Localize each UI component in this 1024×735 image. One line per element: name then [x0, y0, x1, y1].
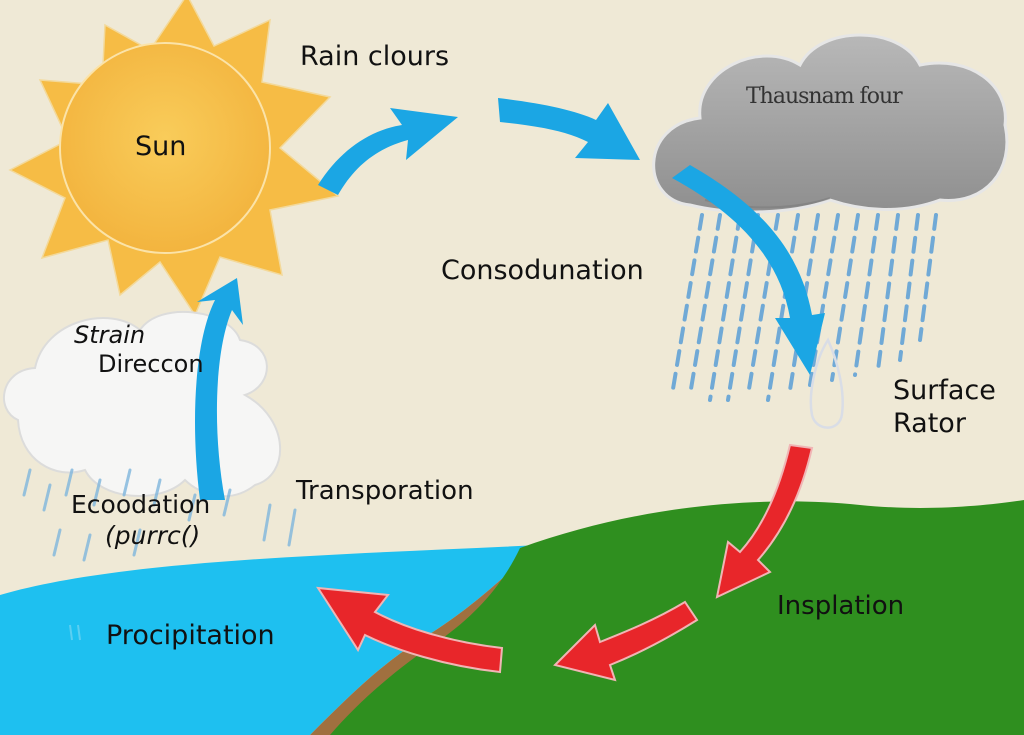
strain-direction-label-line1: Strain	[74, 321, 146, 349]
evaporation-label-line1: Ecoodation	[71, 490, 211, 519]
red-arrow-surface-down	[715, 443, 814, 599]
transpiration-label: Transporation	[296, 476, 474, 506]
blue-arrow-top	[498, 98, 640, 160]
sun-icon	[8, 0, 340, 317]
rain-streaks	[670, 213, 938, 402]
water-droplet-icon	[809, 337, 844, 429]
small-rain-drops	[22, 468, 297, 562]
red-arrow-bottom-right	[553, 600, 699, 682]
blue-arrow-evaporation	[195, 278, 243, 500]
surface-runoff-label-line1: Surface	[893, 375, 996, 406]
blue-arrow-cloud-to-surface	[672, 165, 825, 375]
water-body	[0, 545, 540, 735]
cloud-text-label: Thausnam four	[746, 84, 903, 109]
insolation-label: Insplation	[777, 591, 905, 621]
rain-clouds-label: Rain clours	[300, 41, 450, 72]
water-ripple	[69, 624, 81, 641]
sun-label: Sun	[135, 131, 187, 162]
precipitation-label: Procipitation	[106, 620, 275, 651]
surface-runoff-label: Surface Rator	[893, 375, 996, 441]
blue-arrow-sun-to-cloud	[318, 108, 458, 195]
condensation-label: Consodunation	[441, 255, 644, 286]
strain-direction-label-line2: Direccon	[98, 350, 204, 379]
red-arrow-to-water	[316, 586, 504, 674]
strain-direction-label: Strain Direccon	[74, 321, 204, 380]
evaporation-label: Ecoodation (purrc()	[71, 490, 210, 551]
surface-runoff-label-line2: Rator	[893, 407, 966, 439]
evaporation-label-line2: (purrc()	[105, 520, 201, 550]
